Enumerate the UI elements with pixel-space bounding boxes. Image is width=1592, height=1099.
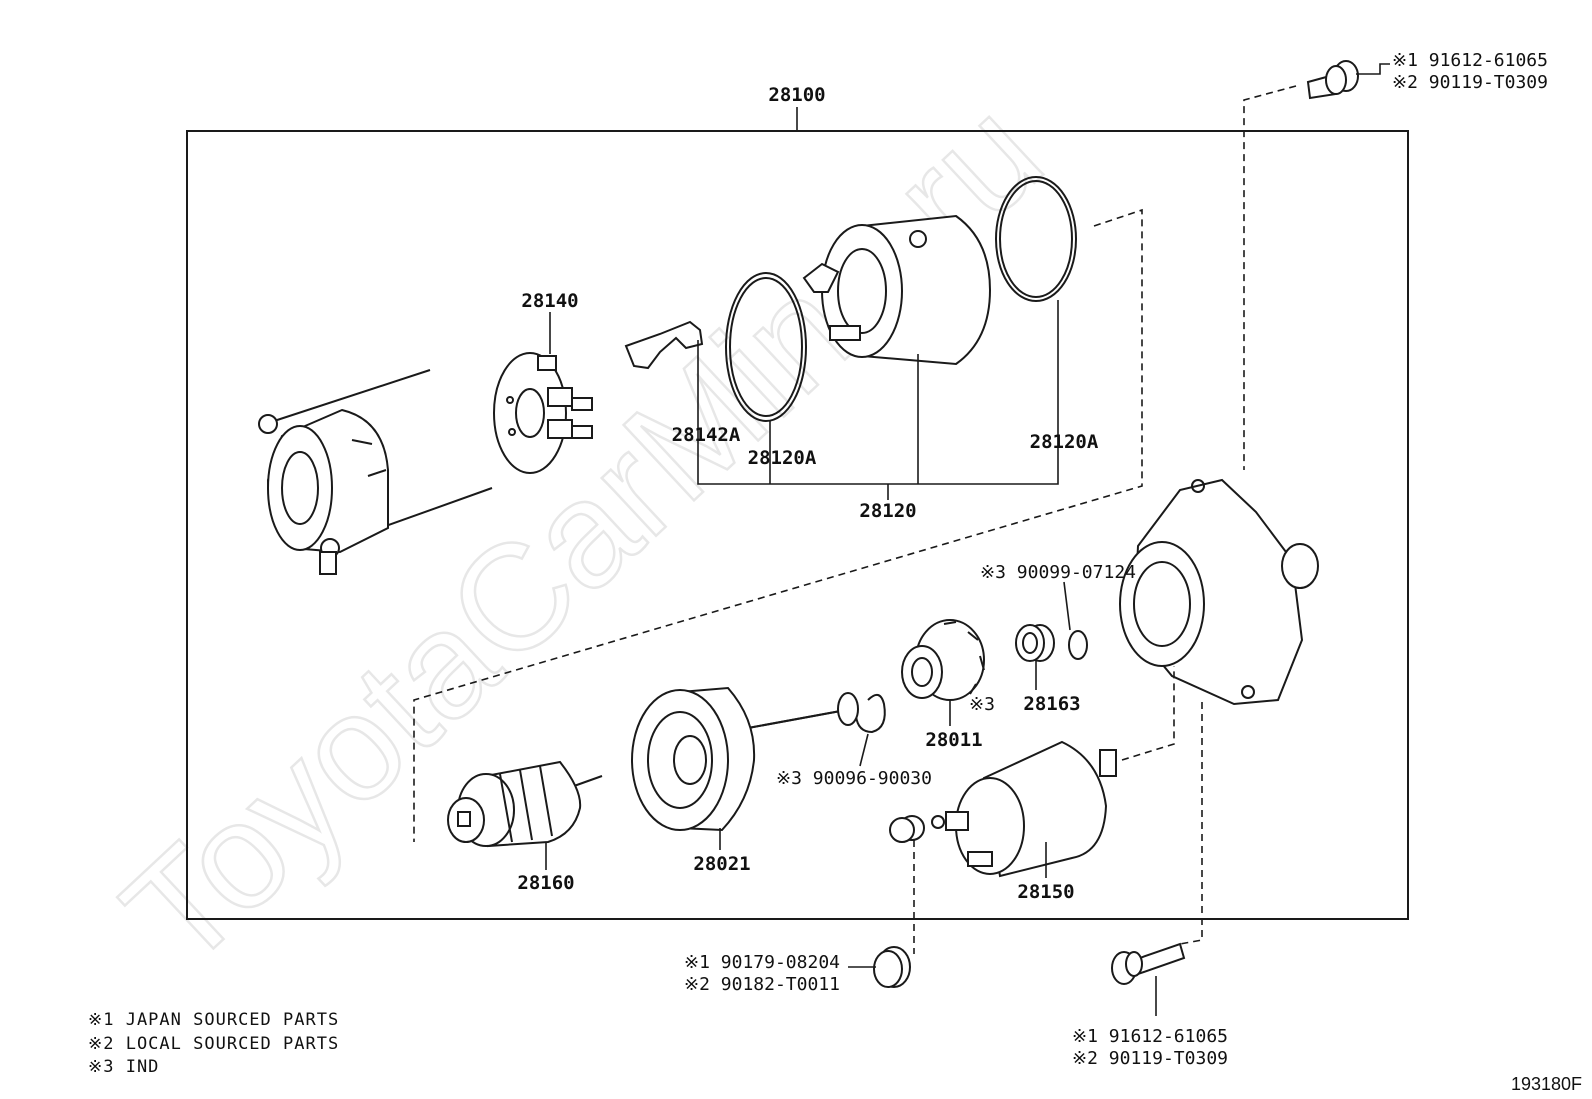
assembly-part-number: 28100 bbox=[768, 84, 825, 106]
bolt-top-drawing bbox=[1306, 60, 1359, 100]
label-bolt-top-1[interactable]: ※1 91612-61065 bbox=[1392, 50, 1548, 71]
label-nut-2[interactable]: ※2 90182-T0011 bbox=[684, 974, 840, 995]
diagram-id: 193180F bbox=[1511, 1074, 1582, 1094]
snap-ring-drawing bbox=[855, 693, 886, 734]
label-28120a-left[interactable]: 28120A bbox=[748, 447, 817, 469]
label-28140[interactable]: 28140 bbox=[521, 290, 578, 312]
label-ring-ref[interactable]: ※3 90099-07124 bbox=[980, 562, 1136, 583]
armature-drawing bbox=[447, 760, 603, 848]
o-ring-left-inner bbox=[729, 277, 803, 417]
legend-line-2: ※2 LOCAL SOURCED PARTS bbox=[88, 1034, 339, 1054]
yoke-drawing bbox=[802, 214, 992, 366]
leader-28120-group bbox=[697, 300, 1059, 485]
dashed-line-armature bbox=[413, 208, 1143, 842]
o-ring-right-drawing bbox=[995, 176, 1077, 302]
label-28160[interactable]: 28160 bbox=[517, 872, 574, 894]
label-28011[interactable]: 28011 bbox=[925, 729, 982, 751]
label-snap-ring-ref[interactable]: ※3 90096-90030 bbox=[776, 768, 932, 789]
bolt-bottom-drawing bbox=[1111, 942, 1186, 985]
collar-drawing bbox=[1015, 624, 1055, 662]
pinion-gear-drawing bbox=[901, 619, 985, 701]
leader-snap-ring bbox=[859, 733, 869, 767]
brush-holder-drawing bbox=[493, 352, 593, 474]
label-bolt-bottom-2[interactable]: ※2 90119-T0309 bbox=[1072, 1048, 1228, 1069]
magnetic-switch-drawing bbox=[931, 740, 1117, 878]
leader-ring bbox=[1063, 581, 1071, 631]
dashed-line-top-bolt bbox=[1243, 85, 1297, 470]
plunger-cap-drawing bbox=[889, 815, 925, 843]
legend: ※1 JAPAN SOURCED PARTS ※2 LOCAL SOURCED … bbox=[88, 1010, 339, 1077]
label-28142a[interactable]: 28142A bbox=[672, 424, 741, 446]
label-bolt-bottom-1[interactable]: ※1 91612-61065 bbox=[1072, 1026, 1228, 1047]
label-28163[interactable]: 28163 bbox=[1023, 693, 1080, 715]
o-ring-right-inner bbox=[999, 180, 1073, 298]
label-28120[interactable]: 28120 bbox=[859, 500, 916, 522]
dashed-line-bottom-bolt bbox=[1179, 702, 1203, 945]
clutch-drawing bbox=[631, 686, 859, 832]
retaining-ring-drawing bbox=[1068, 630, 1088, 660]
label-28120a-right[interactable]: 28120A bbox=[1030, 431, 1099, 453]
legend-line-3: ※3 IND bbox=[88, 1057, 159, 1077]
watermark: ToyotaCarMine.ru bbox=[92, 68, 1072, 998]
label-bolt-top-2[interactable]: ※2 90119-T0309 bbox=[1392, 72, 1548, 93]
label-nut-1[interactable]: ※1 90179-08204 bbox=[684, 952, 840, 973]
end-frame-drawing bbox=[258, 369, 493, 575]
label-28150[interactable]: 28150 bbox=[1017, 881, 1074, 903]
dashed-line-switch bbox=[1121, 666, 1175, 761]
leader-bolt-top bbox=[1356, 63, 1390, 75]
o-ring-left-drawing bbox=[725, 272, 807, 422]
drive-housing-drawing bbox=[1119, 478, 1319, 706]
nut-drawing bbox=[873, 946, 911, 988]
brush-spring-drawing bbox=[624, 320, 704, 370]
legend-line-1: ※1 JAPAN SOURCED PARTS bbox=[88, 1010, 339, 1030]
label-28163-mark: ※3 bbox=[969, 694, 995, 715]
label-28021[interactable]: 28021 bbox=[693, 853, 750, 875]
